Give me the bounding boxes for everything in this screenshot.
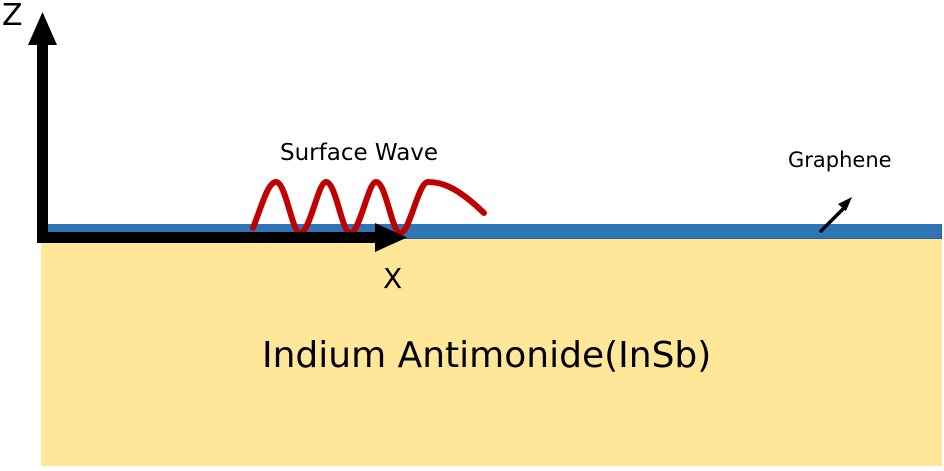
x-axis-arrowhead-icon — [375, 223, 407, 252]
z-axis-line — [37, 42, 48, 243]
graphene-label: Graphene — [788, 148, 892, 172]
substrate-label: Indium Antimonide(InSb) — [262, 335, 712, 376]
z-axis-arrowhead-icon — [28, 12, 57, 45]
insb-substrate-layer — [41, 239, 942, 466]
surface-wave-curve — [250, 179, 487, 236]
x-axis-line — [37, 232, 377, 243]
x-axis-label: X — [383, 262, 403, 295]
graphene-pointer-arrowhead-icon — [838, 197, 852, 211]
graphene-pointer-line — [819, 205, 847, 233]
z-axis-label: Z — [2, 0, 23, 33]
surface-wave-label: Surface Wave — [280, 140, 439, 166]
